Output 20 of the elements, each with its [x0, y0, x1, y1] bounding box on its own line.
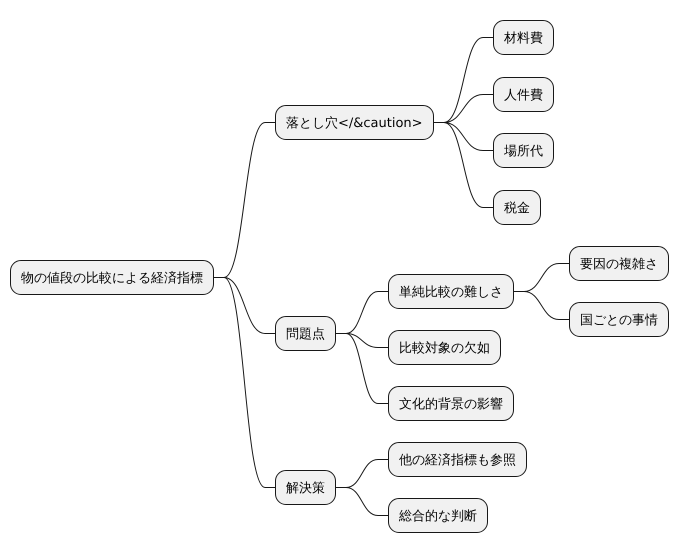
topic-box: 比較対象の欠如 [388, 330, 501, 365]
topic-box: 国ごとの事情 [569, 302, 669, 337]
topic-box: 材料費 [493, 20, 554, 55]
topic-box: 総合的な判断 [388, 498, 488, 533]
branch-line [514, 291, 570, 320]
topic-box: 人件費 [493, 77, 554, 112]
branch-line [336, 333, 388, 404]
branch-line [214, 277, 276, 488]
branch-line [336, 487, 388, 516]
topic-box: 税金 [493, 190, 541, 225]
topic-box: 単純比較の難しさ [388, 274, 514, 309]
topic-box: 要因の複雑さ [569, 246, 669, 281]
branch-line [434, 122, 494, 208]
topic-box: 解決策 [275, 470, 336, 505]
topic-box: 文化的背景の影響 [388, 386, 514, 421]
topic-box: 他の経済指標も参照 [388, 442, 527, 477]
topic-box: 物の値段の比較による経済指標 [10, 260, 214, 295]
topic-box: 問題点 [275, 316, 336, 351]
topic-box: 場所代 [493, 133, 554, 168]
topic-box: 落とし穴</&caution> [275, 105, 434, 140]
